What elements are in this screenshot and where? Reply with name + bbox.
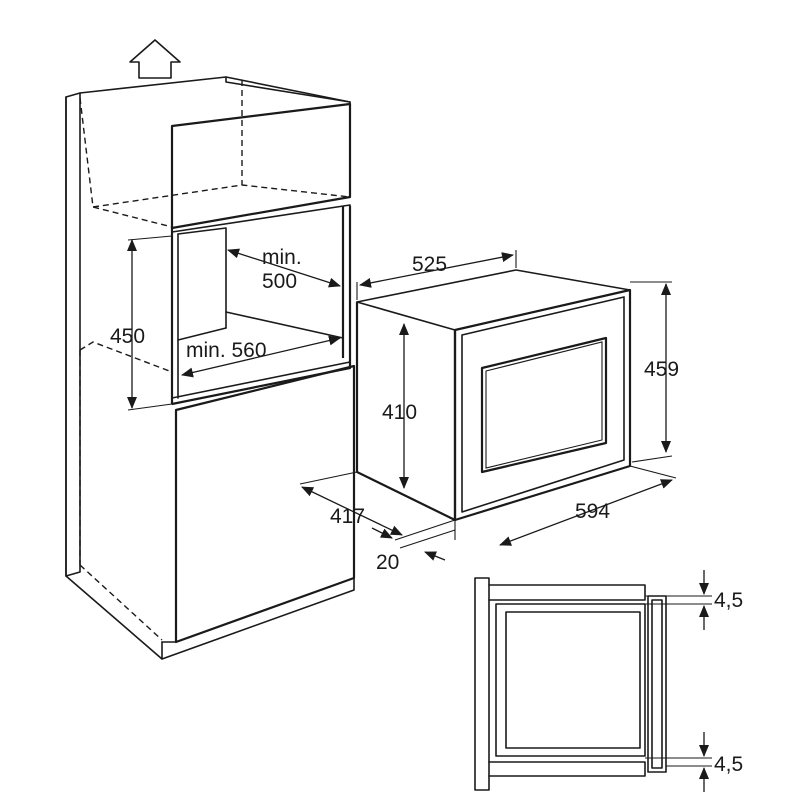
label-525: 525 <box>412 253 447 276</box>
label-min560: min. 560 <box>186 339 267 362</box>
label-417: 417 <box>330 505 365 528</box>
microwave-unit <box>355 269 632 522</box>
label-4-5-top: 4,5 <box>714 589 743 612</box>
cross-section-detail <box>474 570 712 792</box>
tall-cabinet <box>65 76 356 660</box>
label-410: 410 <box>382 401 417 424</box>
microwave-dimensions <box>299 250 677 561</box>
label-450: 450 <box>110 325 145 348</box>
label-4-5-bottom: 4,5 <box>714 753 743 776</box>
label-20: 20 <box>376 551 399 574</box>
niche-dimensions <box>127 235 341 411</box>
label-min500-line1: min. <box>262 246 302 269</box>
label-594: 594 <box>575 500 610 523</box>
label-min500-line2: 500 <box>262 270 297 293</box>
up-arrow-icon <box>129 39 181 79</box>
label-459: 459 <box>644 358 679 381</box>
